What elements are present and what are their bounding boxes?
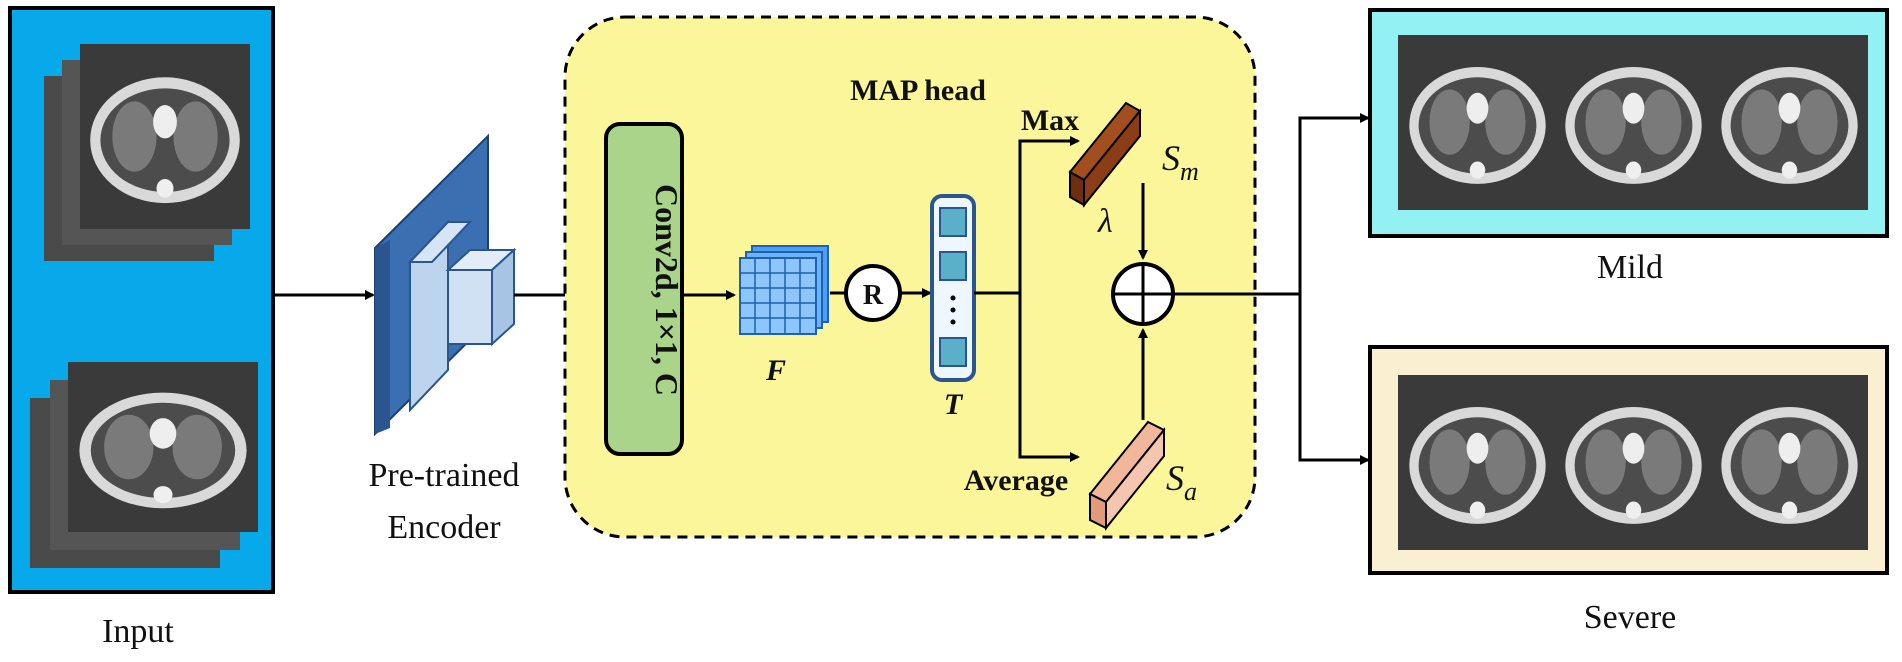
input-label: Input [102,613,174,650]
sm-symbol: Sm [1162,138,1199,186]
lambda-symbol: λ [1097,203,1113,240]
encoder-label-line1: Pre-trained [368,457,519,494]
feature-map: F [739,245,829,387]
severe-ct-2 [1556,376,1711,548]
feature-symbol: F [765,354,786,387]
reshape-symbol: R [863,280,884,311]
mild-ct-1 [1400,36,1555,208]
pretrained-encoder: Pre-trained Encoder [368,133,520,546]
input-ct-stack-upper [44,44,250,261]
severe-label: Severe [1584,599,1677,636]
conv-label: Conv2d, 1×1, C [649,184,685,396]
token-symbol: T [944,388,964,421]
sum-operator [1111,262,1175,326]
map-head-title: MAP head [850,74,986,107]
conv-block [604,122,684,456]
map-head: MAP head Conv2d, 1×1, C F R [563,15,1257,539]
arrow-to-mild [1298,113,1370,294]
sm-vector: Sm λ [1068,101,1199,240]
input-panel: Input [8,6,275,650]
sa-vector: Sa [1088,420,1197,531]
severe-panel: Severe [1368,345,1889,636]
mild-ct-2 [1556,36,1711,208]
mild-label: Mild [1597,249,1663,286]
max-label: Max [1021,104,1079,137]
arrow-to-severe [1298,294,1370,465]
average-label: Average [964,464,1068,497]
mild-ct-3 [1712,36,1867,208]
encoder-label-line2: Encoder [387,509,501,546]
token-sequence: T [930,194,976,421]
severe-ct-3 [1712,376,1867,548]
input-ct-stack-lower [30,362,258,568]
arrow-to-average [1018,293,1080,462]
severe-ct-1 [1400,376,1555,548]
sa-symbol: Sa [1166,458,1197,506]
encoder-block-small [447,269,493,345]
map-head-box [563,15,1257,539]
mild-panel: Mild [1368,8,1889,286]
reshape-operator: R [844,264,902,322]
